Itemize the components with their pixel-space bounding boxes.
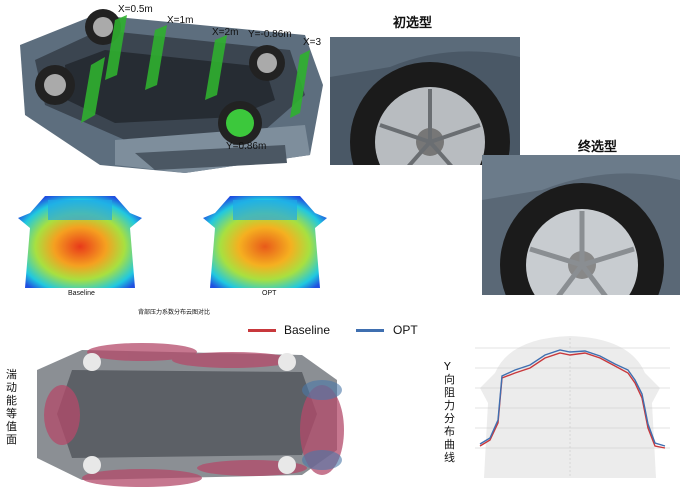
section-planes [81, 15, 310, 123]
x-label-0: X=0.5m [118, 4, 153, 15]
wheel-bl [35, 65, 75, 105]
turbulence-view [22, 340, 347, 488]
legend-opt-label: OPT [393, 323, 418, 337]
legend-baseline-swatch [248, 329, 276, 332]
drag-chart [460, 328, 680, 488]
opt-curve [479, 349, 666, 447]
y-label-neg: Y=-0.86m [248, 29, 292, 40]
drag-chart-label: Y向阻力分布曲线 [444, 360, 455, 464]
car-underbody-svg [20, 9, 323, 173]
turbulence-label: 湍动能等值面 [6, 368, 17, 446]
wheel-tl [85, 9, 121, 45]
x-label-3: X=3 [303, 37, 322, 48]
legend-opt-swatch [356, 329, 384, 332]
x-label-1: X=1m [167, 15, 194, 26]
opt-contour-label: OPT [262, 290, 277, 297]
initial-wheel-photo [330, 37, 520, 165]
final-wheel-photo [482, 155, 680, 295]
chart-legend: Baseline OPT [248, 322, 448, 338]
pressure-opt [195, 188, 335, 298]
wheel-br [218, 101, 262, 145]
pressure-caption: 背部压力系数分布云图对比 [138, 309, 211, 316]
underbody-view [5, 5, 325, 175]
wheel-tr [249, 45, 285, 81]
drag-chart-svg [475, 336, 670, 478]
final-wheel-title: 终选型 [578, 140, 618, 155]
y-label-pos: Y=0.86m [226, 141, 267, 152]
baseline-contour-label: Baseline [68, 290, 95, 297]
x-label-2: X=2m [212, 27, 239, 38]
initial-wheel-title: 初选型 [393, 16, 433, 31]
pressure-baseline [10, 188, 150, 298]
legend-baseline-label: Baseline [284, 323, 331, 337]
